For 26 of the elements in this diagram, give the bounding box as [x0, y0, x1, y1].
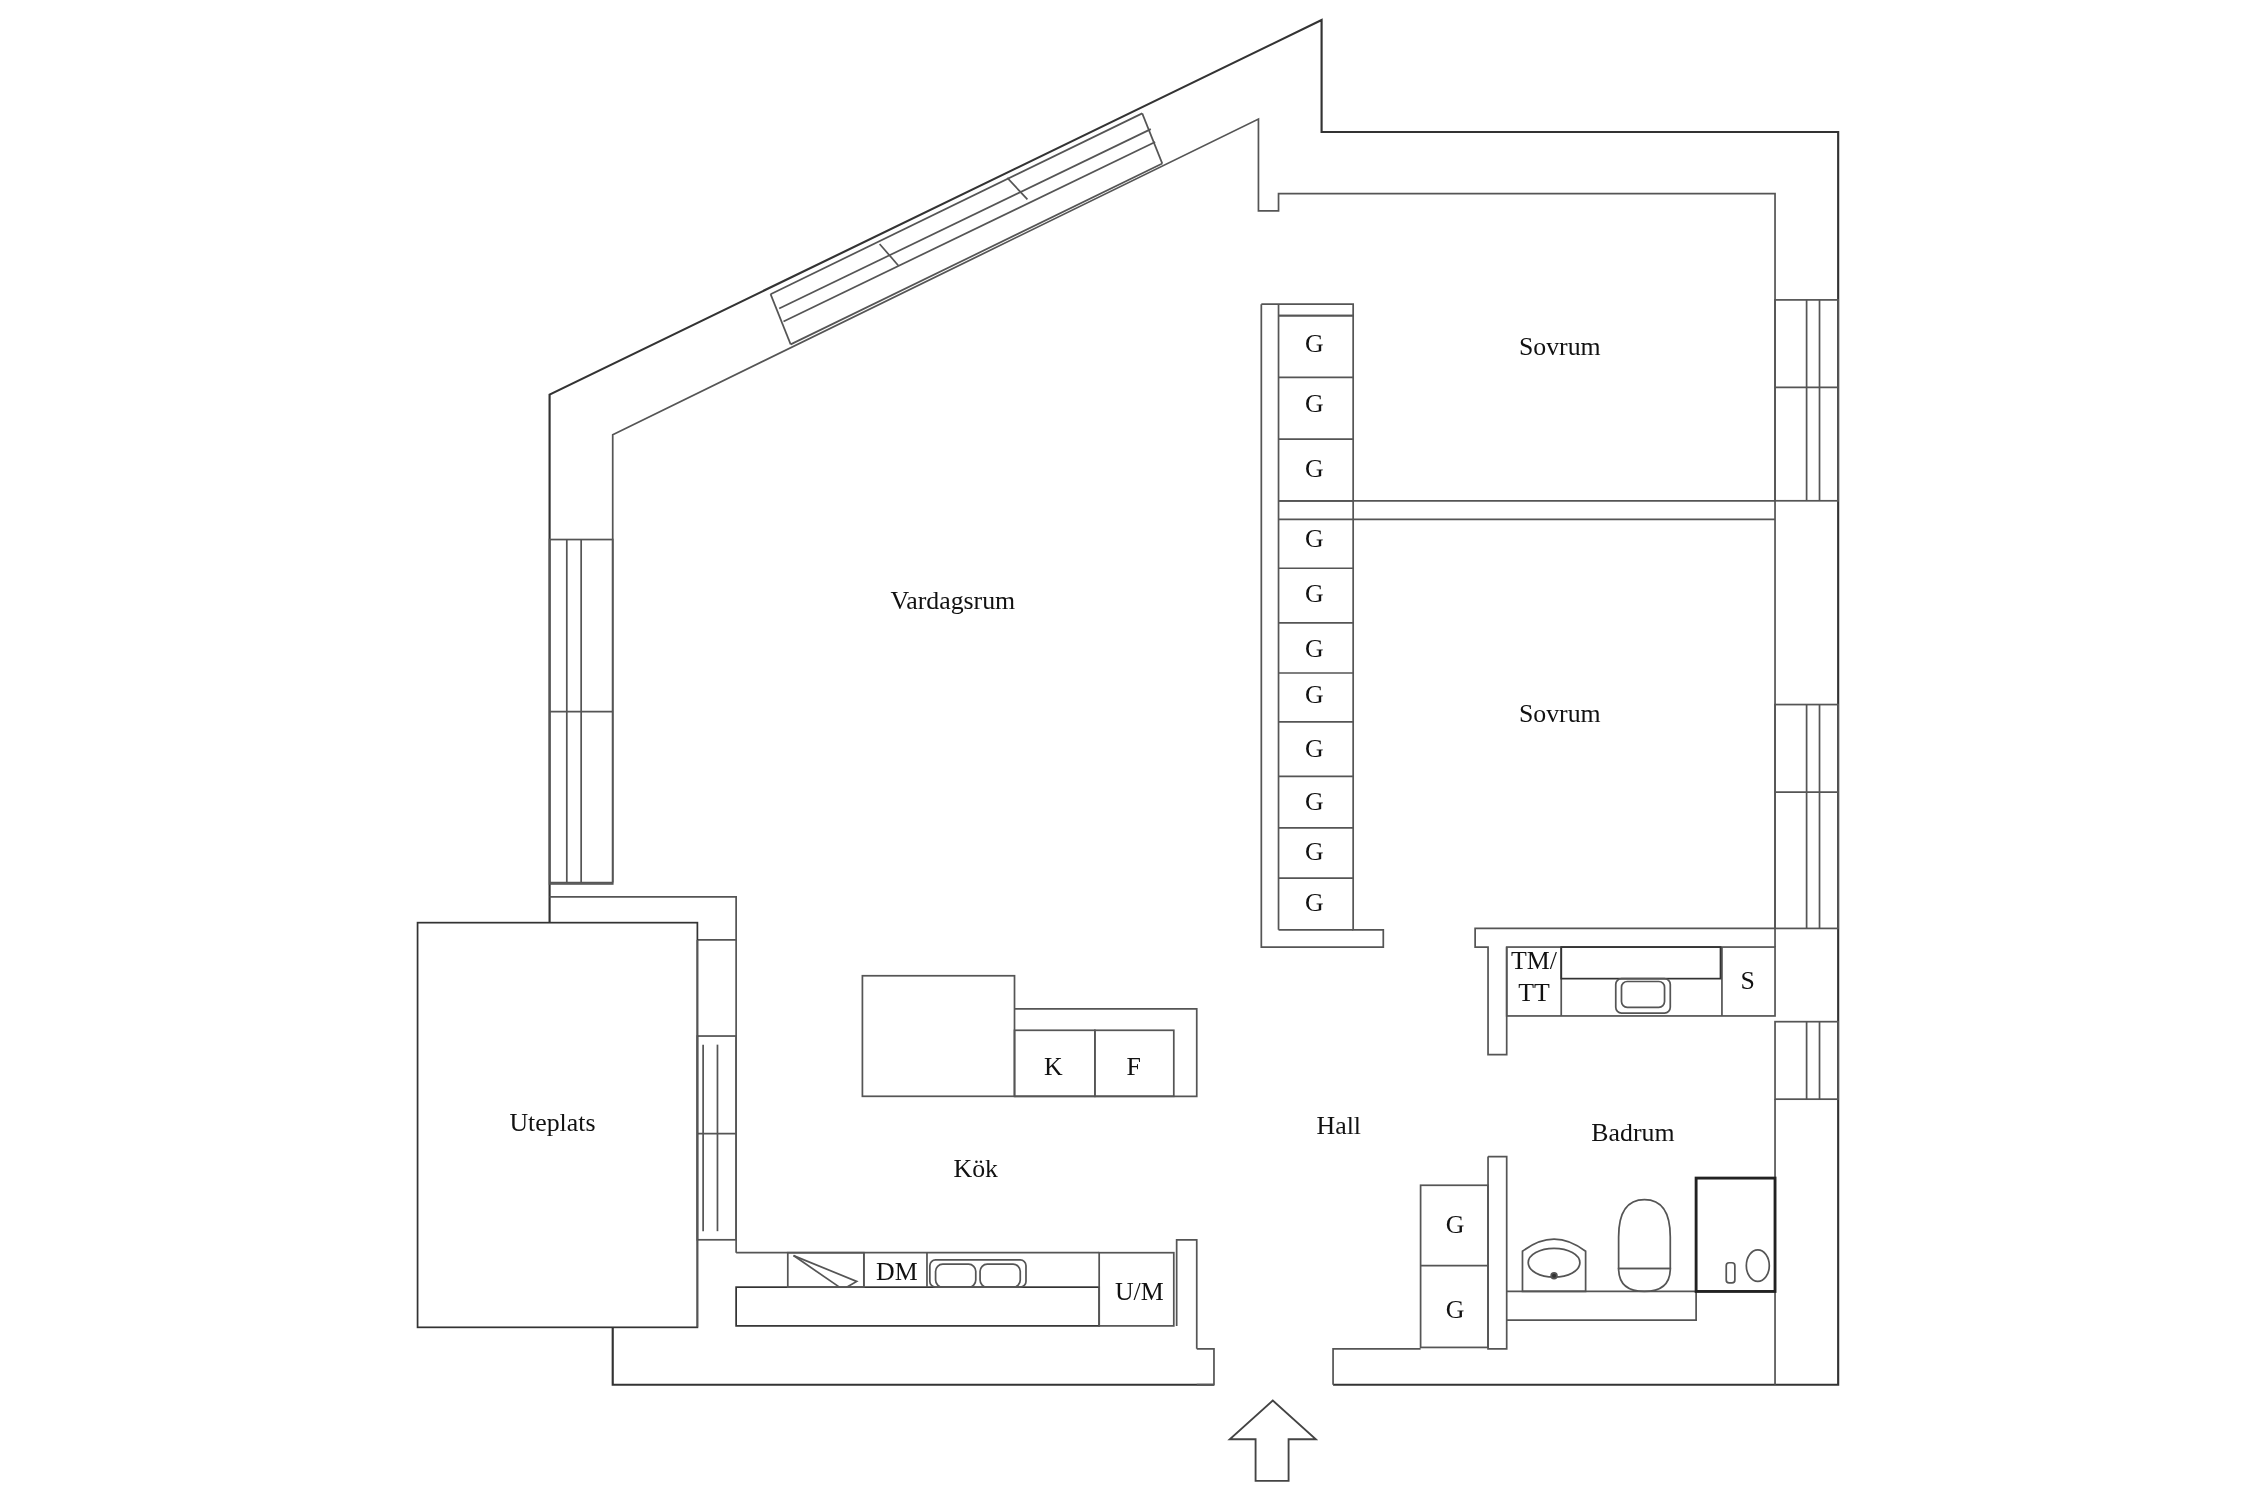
fixture-label: G — [1305, 786, 1324, 818]
room-label: Uteplats — [509, 1108, 596, 1139]
fixture-label: G — [1305, 578, 1324, 610]
fixture-label: G — [1305, 888, 1324, 920]
fixture-label: G — [1305, 836, 1324, 868]
room-label: Sovrum — [1518, 331, 1601, 363]
fixture-label: U/M — [1114, 1277, 1164, 1309]
fixture-label: S — [1740, 966, 1755, 997]
fixture-label: G — [1445, 1209, 1465, 1241]
room-label: Vardagsrum — [890, 585, 1016, 617]
fixture-label: G — [1305, 634, 1324, 666]
fixture-label: G — [1305, 680, 1324, 712]
fixture-label: G — [1305, 524, 1324, 555]
room-label: Badrum — [1591, 1118, 1675, 1149]
fixture-label: G — [1305, 453, 1324, 485]
room-label: Hall — [1316, 1110, 1362, 1142]
fixture-label: G — [1305, 389, 1324, 420]
room-label: Kök — [953, 1154, 998, 1185]
fixture-label: TM/ TT — [1510, 946, 1558, 1008]
fixture-label: K — [1043, 1052, 1063, 1083]
fixture-label: F — [1126, 1052, 1141, 1083]
fixture-label: G — [1445, 1294, 1465, 1326]
fixture-label: G — [1305, 328, 1324, 360]
fixture-label: G — [1305, 733, 1324, 765]
fixture-label: DM — [876, 1257, 918, 1288]
room-label: Sovrum — [1518, 699, 1601, 730]
